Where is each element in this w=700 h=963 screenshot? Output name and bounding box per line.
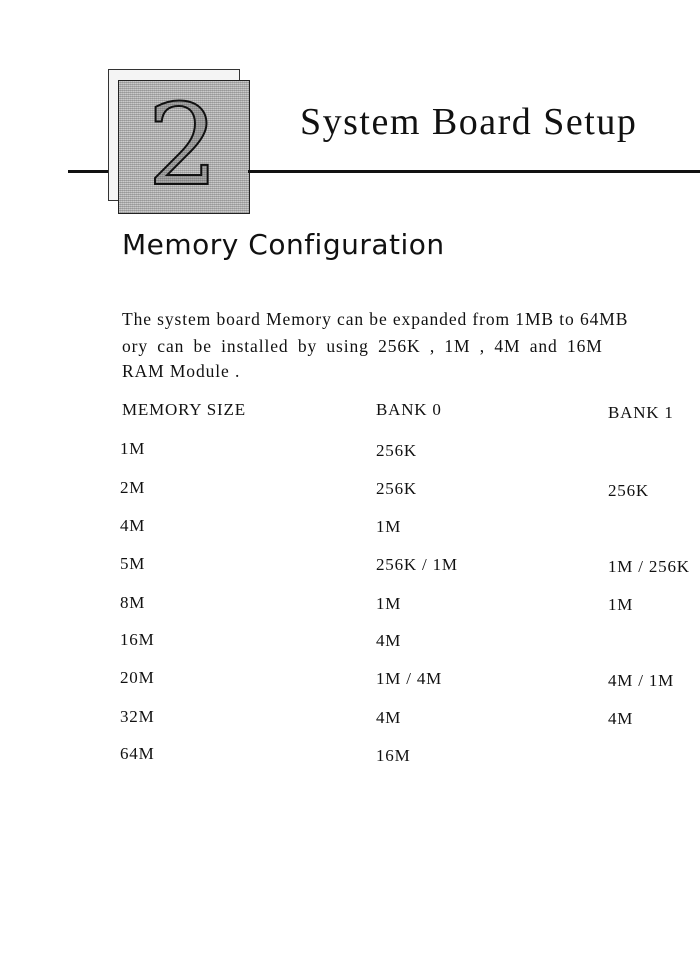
table-cell-bank-1: 1M / 256K <box>608 557 690 576</box>
table-cell-bank-0: 1M <box>376 594 402 613</box>
table-cell-bank-1: 256K <box>608 481 649 500</box>
table-cell-bank-1: 4M <box>608 709 634 728</box>
table-header-bank-1: BANK 1 <box>608 403 674 422</box>
table-cell-bank-0: 1M <box>376 517 402 536</box>
table-cell-bank-0: 4M <box>376 708 402 727</box>
header-rule-right <box>248 170 700 173</box>
table-cell-size: 5M <box>120 554 146 573</box>
table-cell-bank-0: 1M / 4M <box>376 669 443 688</box>
section-title: Memory Configuration <box>122 228 445 261</box>
table-cell-size: 16M <box>120 630 155 649</box>
table-cell-bank-1: 1M <box>608 595 634 614</box>
chapter-number: 2 <box>146 80 219 212</box>
table-cell-size: 32M <box>120 707 155 726</box>
chapter-badge <box>118 80 250 214</box>
table-cell-bank-1: 4M / 1M <box>608 671 675 690</box>
table-cell-size: 2M <box>120 478 146 497</box>
table-cell-size: 1M <box>120 439 146 458</box>
chapter-title: System Board Setup <box>300 101 638 143</box>
intro-line-3: RAM Module . <box>122 361 241 381</box>
table-cell-bank-0: 4M <box>376 631 402 650</box>
table-cell-size: 64M <box>120 744 155 763</box>
table-header-bank-0: BANK 0 <box>376 400 442 419</box>
table-cell-bank-0: 256K / 1M <box>376 555 458 574</box>
table-cell-size: 4M <box>120 516 146 535</box>
table-cell-size: 8M <box>120 593 146 612</box>
intro-line-1: The system board Memory can be expanded … <box>122 309 629 329</box>
header-rule-left <box>68 170 108 173</box>
intro-line-2: ory can be installed by using 256K , 1M … <box>122 336 603 356</box>
table-cell-bank-0: 256K <box>376 479 417 498</box>
table-cell-size: 20M <box>120 668 155 687</box>
table-cell-bank-0: 256K <box>376 441 417 460</box>
table-cell-bank-0: 16M <box>376 746 411 765</box>
table-header-memory-size: MEMORY SIZE <box>122 400 246 419</box>
